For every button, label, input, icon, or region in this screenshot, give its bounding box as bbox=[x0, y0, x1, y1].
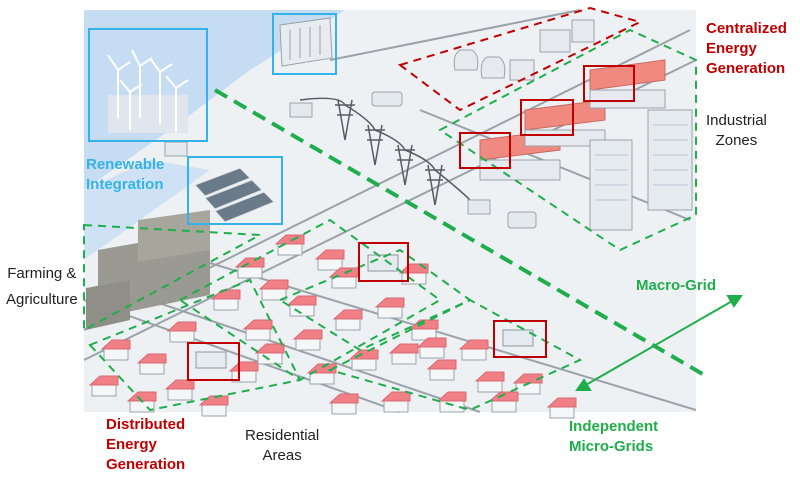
house-icon bbox=[234, 257, 265, 279]
house-icon bbox=[426, 359, 457, 381]
macro-grid-label: Macro-Grid bbox=[636, 276, 716, 296]
microgrid-regions bbox=[83, 28, 697, 412]
house-icon bbox=[512, 373, 543, 395]
house-icon bbox=[258, 279, 289, 301]
house-icon bbox=[286, 295, 317, 317]
storage-frame-2 bbox=[187, 342, 240, 381]
house-icon bbox=[88, 375, 119, 397]
distributed-frames bbox=[187, 65, 635, 381]
house-icon bbox=[474, 371, 505, 393]
centralized-line-1: Centralized bbox=[706, 20, 787, 37]
industrial-zones-label: Industrial Zones bbox=[706, 111, 767, 151]
storage-units bbox=[195, 254, 534, 369]
farming-agriculture-label: Farming & Agriculture bbox=[6, 264, 78, 310]
house-icon bbox=[388, 343, 419, 365]
farmland bbox=[86, 210, 210, 330]
hydro-dam bbox=[279, 17, 333, 67]
hydro-frame bbox=[272, 13, 337, 75]
macro-grid-arrow bbox=[575, 295, 743, 391]
house-icon bbox=[274, 234, 305, 256]
solar-frame bbox=[187, 156, 283, 225]
house-icon bbox=[374, 297, 405, 319]
residential-line-2: Areas bbox=[262, 447, 302, 464]
residential-line-1: Residential bbox=[245, 427, 320, 444]
house-icon bbox=[328, 393, 359, 415]
house-icon bbox=[166, 321, 197, 343]
plant-frame-1 bbox=[583, 65, 635, 102]
house-icon bbox=[546, 397, 577, 419]
house-icon bbox=[488, 391, 519, 413]
micro-grids-line-2: Micro-Grids bbox=[569, 438, 654, 455]
renewable-line-1: Renewable bbox=[86, 156, 165, 173]
house-icon bbox=[436, 391, 467, 413]
macro-grid-line bbox=[213, 88, 708, 378]
wind-frame bbox=[88, 28, 208, 142]
residential-areas-label: Residential Areas bbox=[245, 426, 319, 466]
substations bbox=[164, 91, 537, 229]
industrial-line-2: Zones bbox=[715, 132, 758, 149]
micro-grids-line-1: Independent bbox=[569, 418, 659, 435]
distributed-energy-label: Distributed Energy Generation bbox=[106, 415, 185, 475]
house-icon bbox=[100, 339, 131, 361]
house-icon bbox=[292, 329, 323, 351]
wind-farm bbox=[107, 49, 189, 133]
centralized-line-3: Generation bbox=[706, 60, 786, 77]
macro-grid-text: Macro-Grid bbox=[636, 277, 717, 294]
house-icon bbox=[242, 319, 273, 341]
micro-grids-label: Independent Micro-Grids bbox=[569, 417, 658, 457]
office-towers bbox=[589, 109, 693, 231]
renewable-integration-label: Renewable Integration bbox=[86, 155, 164, 195]
house-icon bbox=[458, 339, 489, 361]
water-area bbox=[84, 10, 345, 190]
industrial-line-1: Industrial bbox=[706, 112, 767, 129]
centralized-line-2: Energy bbox=[706, 40, 757, 57]
distributed-line-1: Distributed bbox=[106, 416, 186, 433]
distributed-line-2: Energy bbox=[106, 436, 157, 453]
centralized-energy-label: Centralized Energy Generation bbox=[706, 19, 787, 79]
centralized-region bbox=[397, 6, 643, 112]
plant-frame-2 bbox=[520, 99, 574, 136]
houses bbox=[88, 234, 577, 419]
house-icon bbox=[314, 249, 345, 271]
farming-line-2: Agriculture bbox=[6, 291, 78, 308]
plant-frame-3 bbox=[459, 132, 511, 169]
house-icon bbox=[332, 309, 363, 331]
house-icon bbox=[416, 337, 447, 359]
house-icon bbox=[198, 395, 229, 417]
solar-array bbox=[194, 167, 275, 223]
water-strip bbox=[84, 160, 210, 260]
farming-line-1: Farming & bbox=[7, 265, 77, 282]
house-icon bbox=[210, 289, 241, 311]
storage-frame-3 bbox=[493, 320, 547, 358]
transmission-towers bbox=[299, 97, 471, 206]
house-icon bbox=[380, 391, 411, 413]
power-plant bbox=[453, 19, 595, 81]
house-icon bbox=[408, 319, 439, 341]
house-icon bbox=[136, 353, 167, 375]
distributed-line-3: Generation bbox=[106, 456, 186, 473]
renewable-line-2: Integration bbox=[86, 176, 164, 193]
renewable-frames bbox=[88, 13, 337, 225]
storage-frame-1 bbox=[358, 242, 409, 282]
factories bbox=[479, 59, 666, 181]
